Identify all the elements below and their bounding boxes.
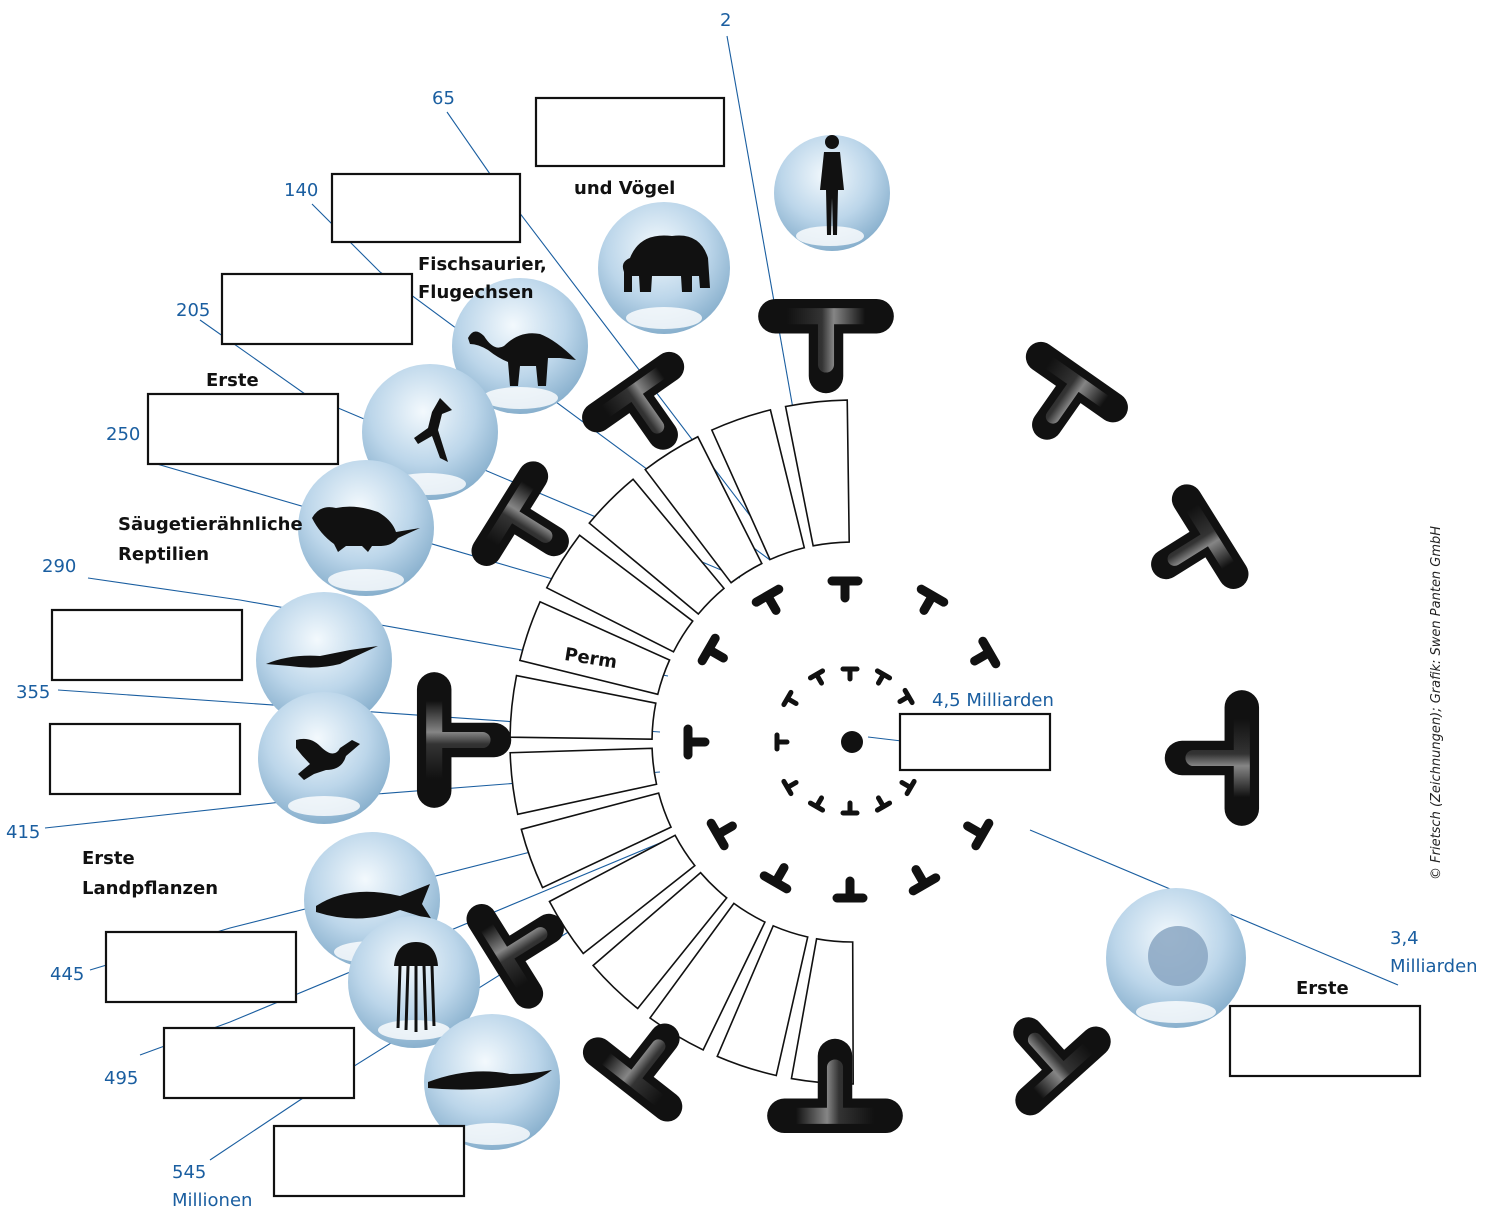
label-landpflanzen: Landpflanzen [82,878,218,899]
time-labels: 2 65 140 205 250 290 355 415 445 495 545… [6,10,1478,1211]
jellyfish-icon [394,942,438,1032]
lizard-icon [296,738,360,780]
bird-icon [414,398,452,462]
label-355: 355 [16,682,50,703]
answer-box-205[interactable] [146,392,340,466]
label-4-5-milliarden: 4,5 Milliarden [932,690,1054,711]
label-millionen: Millionen [172,1190,252,1211]
inner-clock-marks [777,669,914,813]
bubble-human [774,135,890,251]
label-fischsaurier: Fischsaurier, [418,254,547,275]
ring-segment[interactable] [716,924,809,1077]
ring-segment[interactable] [644,435,763,584]
answer-box-355[interactable] [48,722,242,796]
ring-segment[interactable] [648,902,767,1051]
label-415: 415 [6,822,40,843]
ring-segment[interactable] [518,600,671,696]
label-und-voegel: und Vögel [574,178,675,199]
fish-icon [316,884,432,920]
label-140: 140 [284,180,318,201]
bubble-dinosaur [452,278,588,414]
answer-box-495[interactable] [162,1026,356,1100]
segment-ring [509,399,854,1085]
label-495: 495 [104,1068,138,1089]
ring-segment[interactable] [520,792,673,889]
label-250: 250 [106,424,140,445]
label-3-4-milliarden: Milliarden [1390,956,1478,977]
worm-icon [428,1070,552,1090]
label-reptilien: Reptilien [118,544,209,565]
bubble-mouse [298,460,434,596]
answer-boxes [48,96,1422,1198]
ring-segment[interactable] [548,834,696,955]
ring-segment[interactable] [509,747,658,816]
label-saeugetieraehnliche: Säugetierähnliche [118,514,303,535]
ring-segment[interactable] [588,478,726,616]
cell-icon [1148,926,1208,986]
label-290: 290 [42,556,76,577]
clock-center-dot [841,731,863,753]
label-545: 545 [172,1162,206,1183]
label-flugechsen: Flugechsen [418,282,534,303]
human-icon [820,135,844,235]
ring-segment[interactable] [784,399,851,547]
answer-box-290[interactable] [50,608,244,682]
label-445: 445 [50,964,84,985]
answer-box-4-5-milliarden[interactable] [898,712,1052,772]
bubble-cell [1106,888,1246,1028]
answer-box-545[interactable] [272,1124,466,1198]
answer-box-140[interactable] [220,272,414,346]
bubble-lizard [258,692,390,824]
crocodile-icon [266,646,378,668]
label-3-4: 3,4 [1390,928,1419,949]
label-erste-right: Erste [1296,978,1349,999]
ring-segment[interactable] [710,408,806,561]
label-erste-top: Erste [206,370,259,391]
label-erste-land: Erste [82,848,135,869]
ring-segment[interactable] [591,871,728,1010]
dinosaur-icon [468,331,576,386]
answer-box-65[interactable] [330,172,522,244]
ring-segment[interactable] [545,534,694,653]
answer-box-3-4-milliarden[interactable] [1228,1004,1422,1078]
elephant-icon [622,235,710,292]
label-65: 65 [432,88,455,109]
mouse-icon [312,506,420,552]
label-2: 2 [720,10,731,31]
answer-box-2[interactable] [534,96,726,168]
bubble-jellyfish [348,916,480,1048]
bubble-worm [424,1014,560,1150]
answer-box-445[interactable] [104,930,298,1004]
image-credit: © Frietsch (Zeichnungen); Grafik: Swen P… [1429,526,1444,880]
bubble-elephant [598,202,730,334]
ring-segment[interactable] [509,674,657,741]
label-205: 205 [176,300,210,321]
bubble-bird [362,364,498,500]
